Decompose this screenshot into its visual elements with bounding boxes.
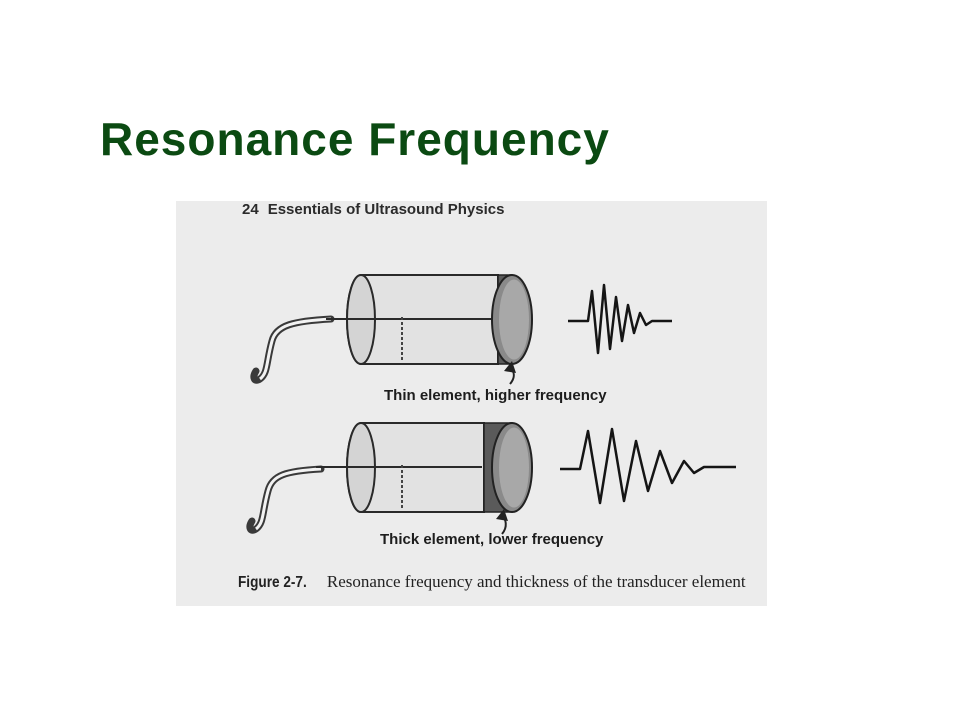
thin-element-label: Thin element, higher frequency (384, 387, 607, 404)
thick-element-label: Thick element, lower frequency (380, 531, 604, 548)
figure-caption: Resonance frequency and thickness of the… (326, 572, 746, 591)
figure-illustration (246, 274, 736, 535)
book-running-head: 24 Essentials of Ultrasound Physics (242, 201, 504, 218)
textbook-figure-scan: 24 Essentials of Ultrasound Physics Thin … (176, 201, 767, 606)
figure-label: Figure 2-7. (238, 574, 307, 591)
transducer-thin-element (250, 274, 533, 384)
slide-title: Resonance Frequency (100, 113, 610, 165)
lower-frequency-waveform (560, 427, 736, 505)
higher-frequency-waveform (568, 283, 672, 355)
book-title: Essentials of Ultrasound Physics (267, 201, 505, 218)
transducer-thick-element (246, 422, 533, 534)
figure-caption-block: Figure 2-7. Resonance frequency and thick… (238, 571, 767, 594)
page-number: 24 (242, 201, 259, 218)
